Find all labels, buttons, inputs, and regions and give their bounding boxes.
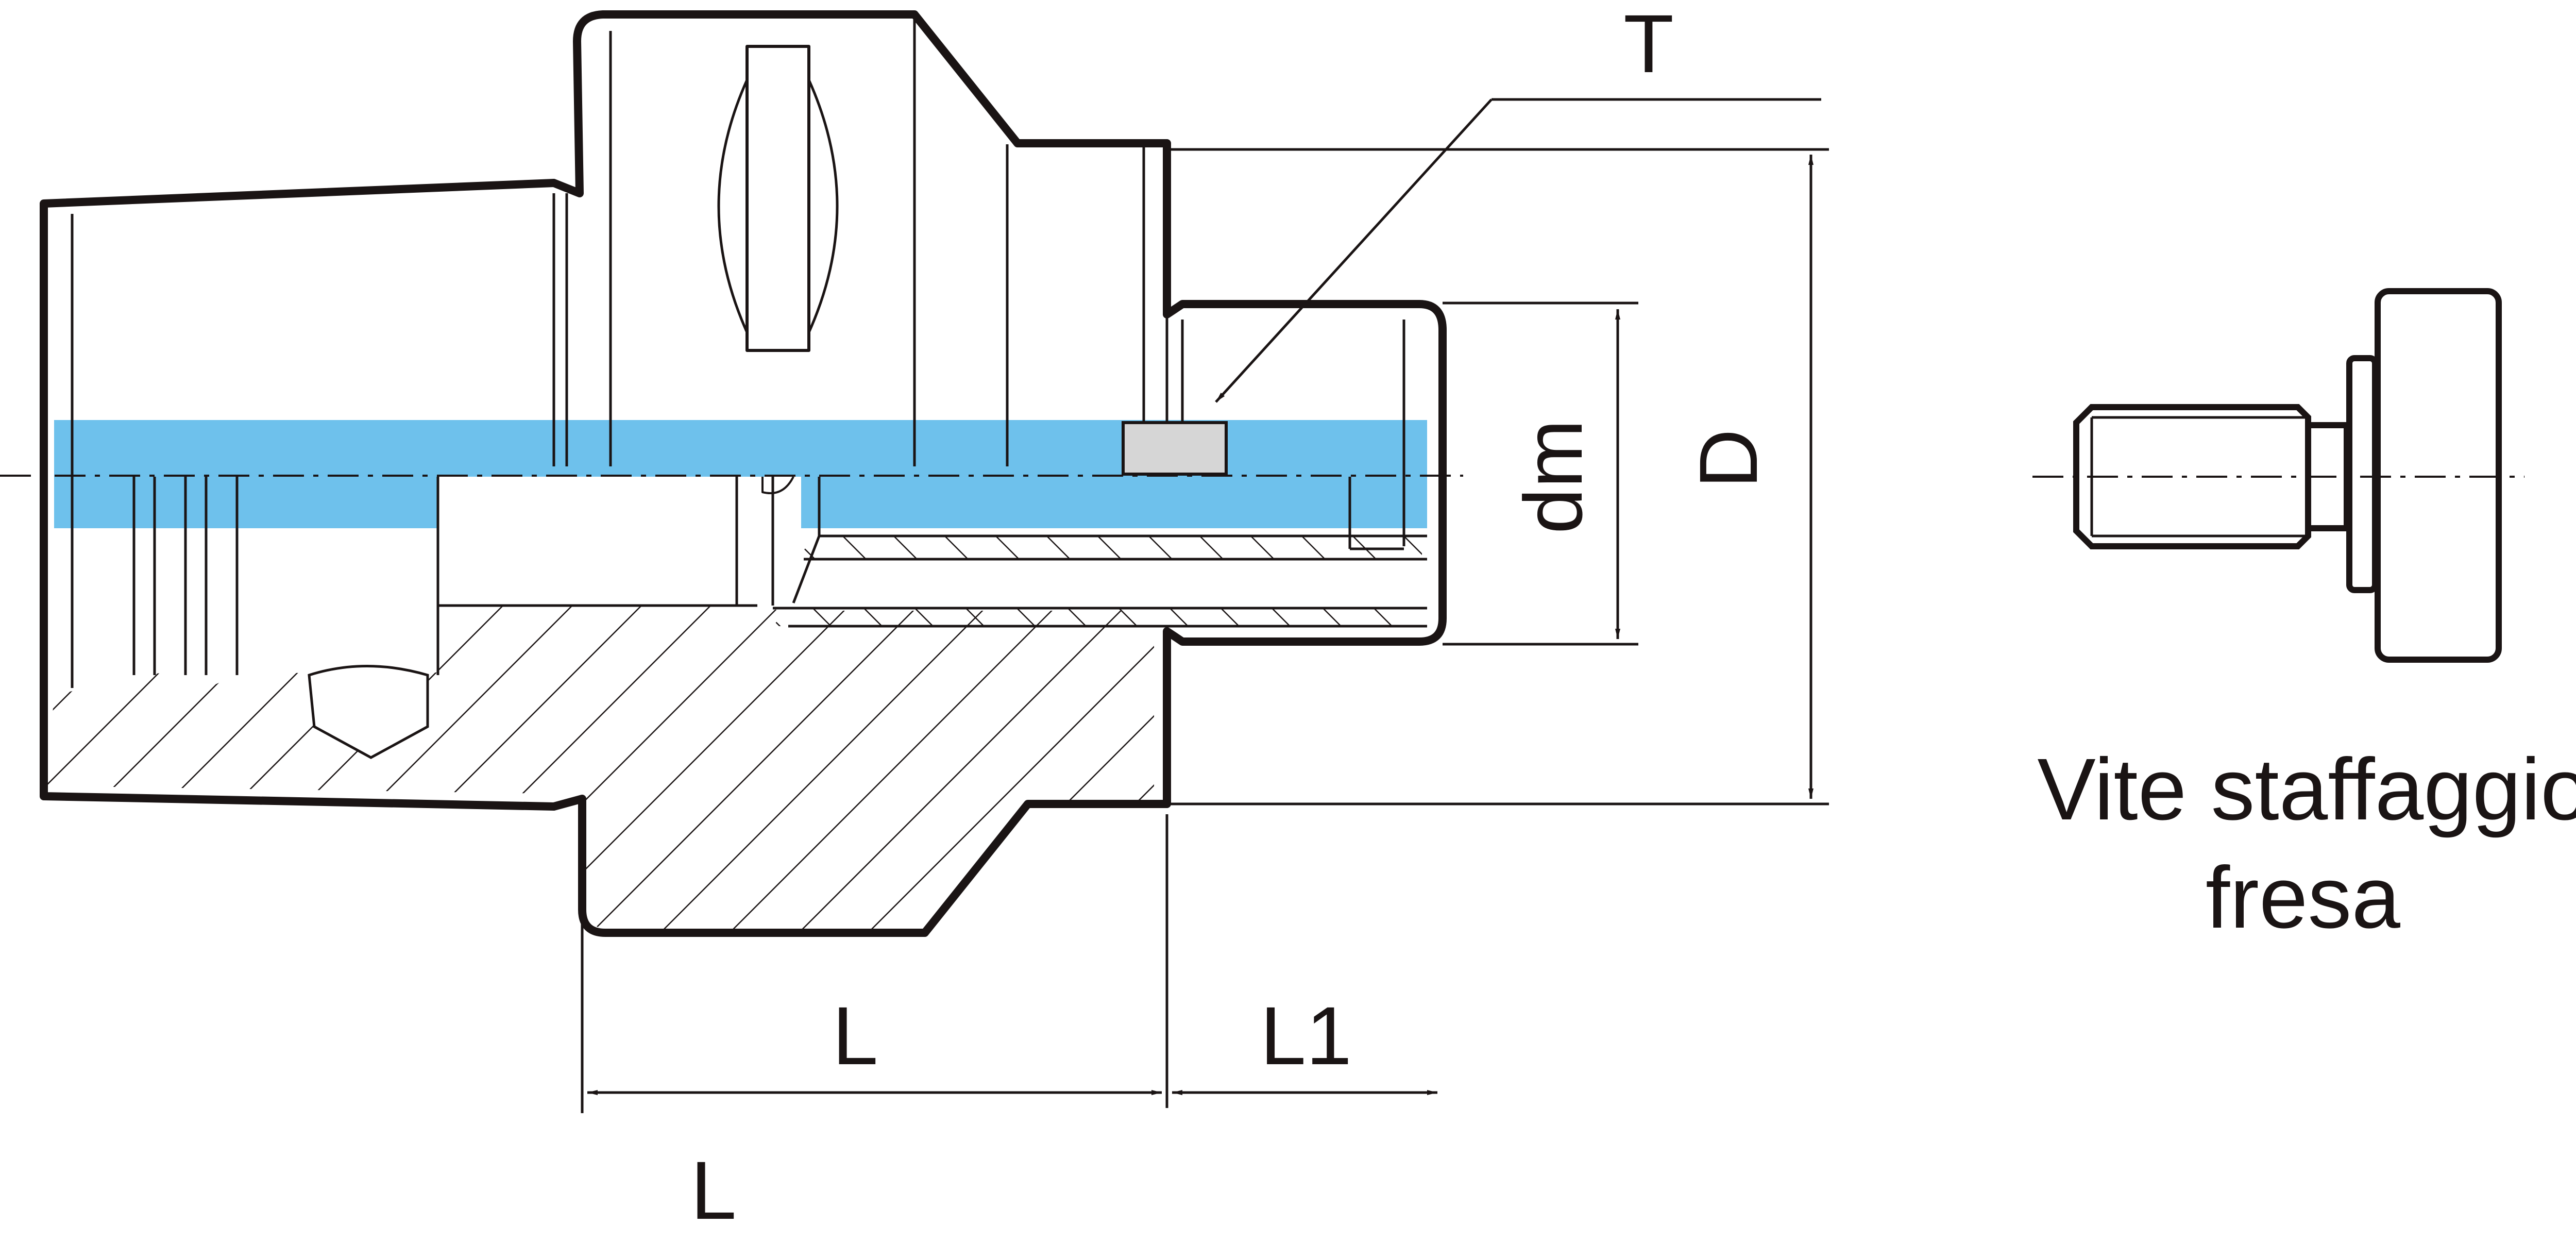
label-t: T xyxy=(1623,0,1674,90)
caption-line2: fresa xyxy=(2206,849,2400,947)
label-dm: dm xyxy=(1507,419,1599,534)
caption-line1: Vite staffaggio xyxy=(2037,741,2576,838)
d-dimension xyxy=(1167,148,1829,805)
label-l1: L1 xyxy=(1260,989,1352,1082)
dm-dimension xyxy=(1443,301,1638,646)
label-d: D xyxy=(1682,429,1774,489)
clamping-screw-detail xyxy=(2032,288,2524,663)
l-l1-dimensions xyxy=(581,814,1437,1113)
label-l-lower: L xyxy=(691,1144,737,1236)
holder-outline xyxy=(40,10,1447,937)
set-screw-square xyxy=(1122,421,1228,476)
section-hatching xyxy=(46,477,1422,930)
label-l-upper: L xyxy=(833,989,878,1082)
t-leader xyxy=(1215,98,1821,403)
